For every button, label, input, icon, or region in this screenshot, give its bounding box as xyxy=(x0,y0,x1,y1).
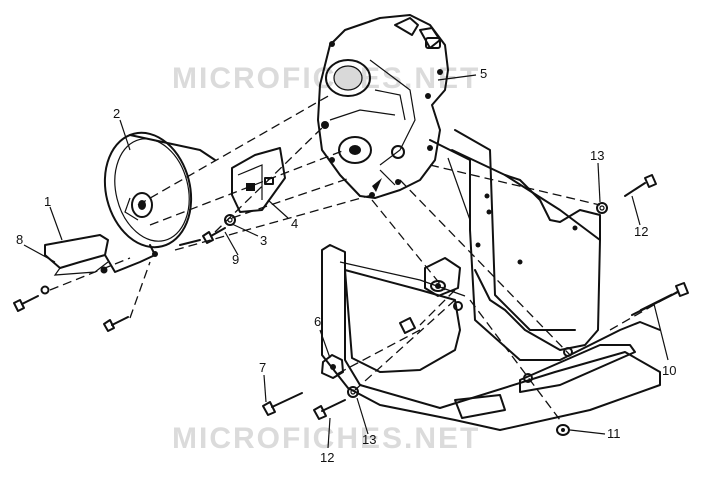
callout-2: 2 xyxy=(113,106,120,121)
watermark-bottom: MICROFICHES.NET xyxy=(172,422,480,455)
callout-13-top: 13 xyxy=(590,148,604,163)
callout-12-bottom: 12 xyxy=(320,450,334,465)
pulley-disc xyxy=(103,131,216,249)
callout-numbers: 1 2 3 4 5 6 7 8 9 10 11 12 12 13 13 xyxy=(16,66,676,465)
leader-lines xyxy=(23,74,669,449)
chassis-frame xyxy=(321,129,661,431)
callout-8: 8 xyxy=(16,232,23,247)
mounting-bracket xyxy=(231,147,286,213)
callout-6: 6 xyxy=(314,314,321,329)
callout-12-top: 12 xyxy=(634,224,648,239)
fasteners xyxy=(13,174,689,436)
callout-1: 1 xyxy=(44,194,51,209)
callout-10: 10 xyxy=(662,363,676,378)
callout-7: 7 xyxy=(259,360,266,375)
alignment-lines xyxy=(49,94,681,421)
callout-9: 9 xyxy=(232,252,239,267)
idler-bracket xyxy=(44,234,158,276)
callout-5: 5 xyxy=(480,66,487,81)
callout-13-bottom: 13 xyxy=(362,432,376,447)
callout-3: 3 xyxy=(260,233,267,248)
callout-4: 4 xyxy=(291,216,298,231)
gear-case xyxy=(317,14,449,199)
callout-11: 11 xyxy=(607,426,621,441)
